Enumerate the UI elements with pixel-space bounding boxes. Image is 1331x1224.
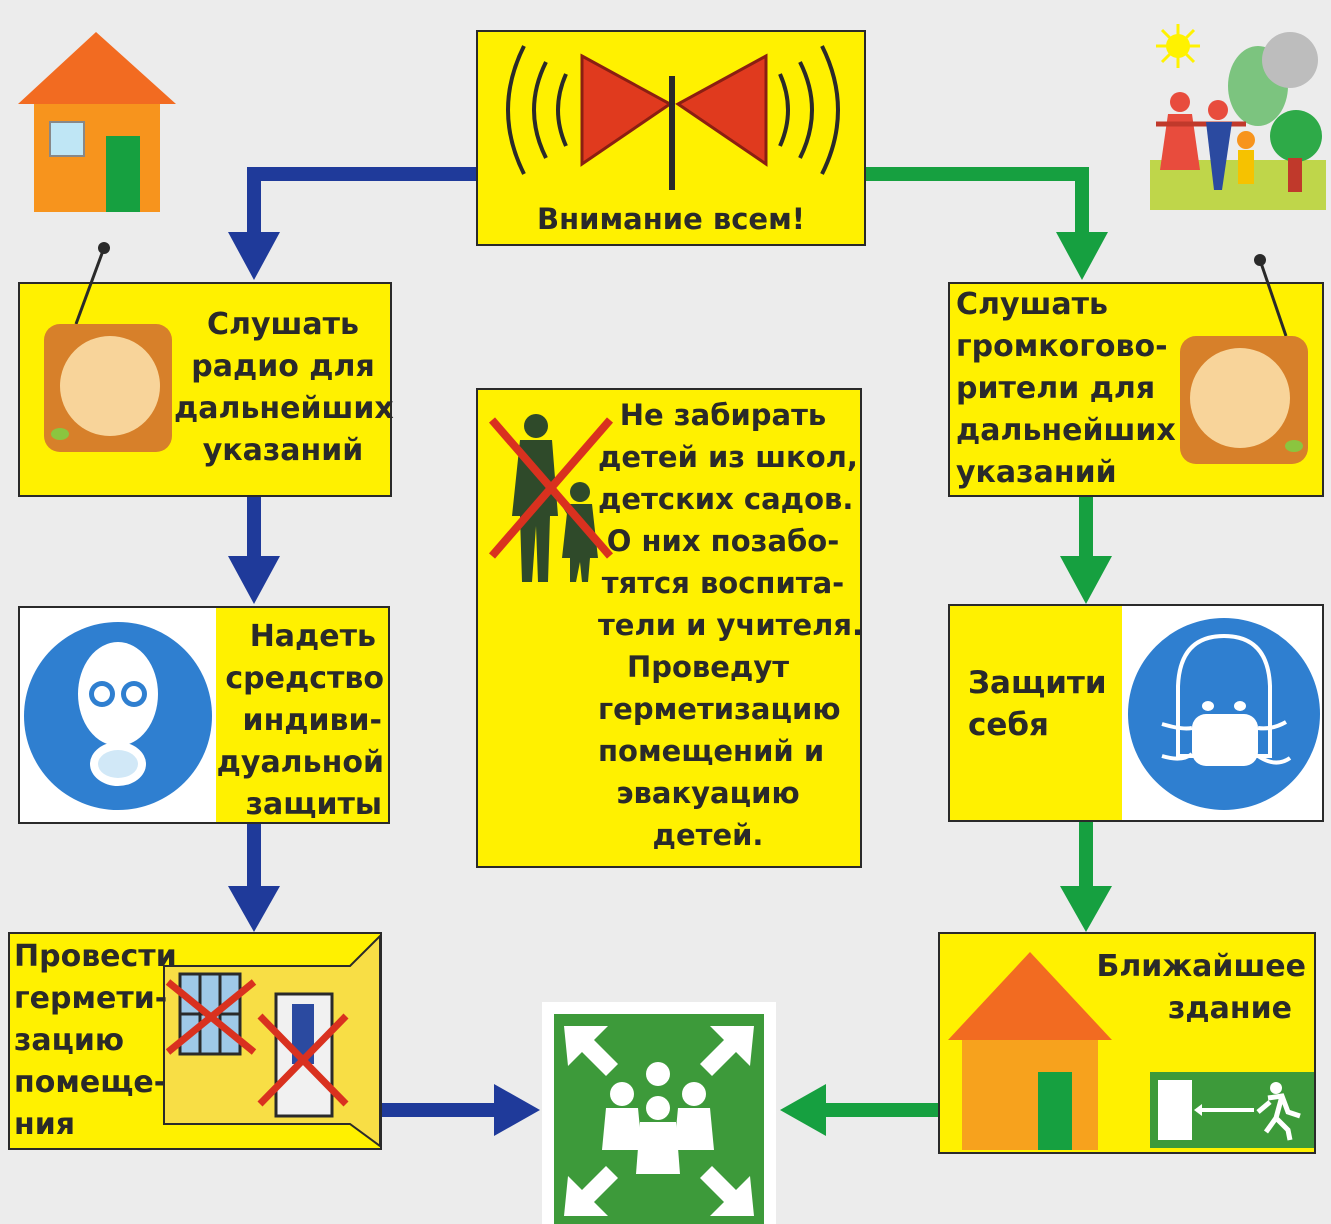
sealed-room-icon	[163, 933, 381, 1148]
speaker-line: рители для	[956, 371, 1156, 406]
center-line: герметизацию	[598, 692, 841, 726]
gas-mask-icon	[24, 622, 212, 810]
mask-line: Надеть	[249, 619, 376, 654]
nearest-building-box: Ближайшее здание	[938, 932, 1316, 1154]
protect-line: себя	[968, 707, 1049, 743]
center-line: детей.	[652, 818, 764, 852]
assembly-point-icon	[542, 1002, 776, 1224]
center-line: Не забирать	[619, 398, 827, 432]
arrow-alert-to-radio	[247, 167, 476, 240]
center-line: детей из школ,	[598, 440, 858, 474]
speaker-line: Слушать	[956, 287, 1109, 322]
alert-box: Внимание всем!	[476, 30, 866, 246]
center-line: тели и учителя.	[598, 608, 864, 642]
loudspeaker-box: Слушать громкогово- рители для дальнейши…	[948, 254, 1324, 497]
radio-box: Слушать радио для дальнейших указаний	[18, 242, 394, 497]
alert-title: Внимание всем!	[537, 202, 805, 236]
seal-text: Провести гермети- зацию помеще- ния	[14, 936, 177, 1146]
radio-line: Слушать	[206, 307, 359, 342]
seal-line: помеще-	[14, 1065, 167, 1100]
family-outdoors-illustration	[1150, 24, 1326, 210]
seal-line: зацию	[14, 1023, 125, 1058]
center-line: помещений и	[598, 734, 825, 768]
arrowhead-building	[1060, 886, 1112, 932]
center-line: Проведут	[626, 650, 790, 684]
building-icon	[948, 952, 1112, 1150]
emergency-exit-icon	[1150, 1072, 1314, 1148]
arrowhead-assembly-left	[494, 1084, 540, 1136]
center-line: детских садов.	[598, 482, 854, 516]
siren-icon	[506, 45, 840, 190]
speaker-line: дальнейших	[956, 413, 1176, 448]
building-line: здание	[1168, 991, 1292, 1026]
protect-line: Защити	[968, 665, 1107, 701]
loudspeaker-icon	[1180, 254, 1308, 464]
center-line: тятся воспита-	[601, 566, 845, 600]
center-text: Не забирать детей из школ, детских садов…	[598, 394, 864, 856]
arrowhead-mask	[228, 556, 280, 604]
radio-icon	[44, 242, 172, 452]
arrow-alert-to-speaker	[866, 167, 1089, 240]
no-parents-pickup-icon	[488, 414, 614, 582]
arrowhead-assembly-right	[780, 1084, 826, 1136]
arrowhead-seal	[228, 886, 280, 932]
center-line: эвакуацию	[616, 776, 800, 810]
arrowhead-radio	[228, 232, 280, 280]
home-illustration	[18, 32, 176, 212]
mask-line: защиты	[245, 787, 382, 822]
protect-text: Защити себя	[968, 662, 1118, 746]
respirator-icon	[1128, 618, 1320, 810]
building-text: Ближайшее здание	[1080, 946, 1310, 1030]
arrowhead-speaker	[1056, 232, 1108, 280]
radio-line: указаний	[202, 433, 364, 468]
mask-line: индиви-	[242, 703, 382, 738]
mask-line: средство	[225, 661, 384, 696]
protect-yourself-box: Защити себя	[948, 604, 1324, 822]
arrowhead-protect	[1060, 556, 1112, 604]
seal-line: гермети-	[14, 981, 168, 1016]
radio-line: дальнейших	[174, 391, 394, 426]
radio-text: Слушать радио для дальнейших указаний	[174, 304, 394, 472]
radio-line: радио для	[191, 349, 375, 384]
center-line: О них позабо-	[606, 524, 840, 558]
mask-line: дуальной	[216, 745, 384, 780]
gas-mask-box: Надеть средство индиви- дуальной защиты	[18, 606, 390, 824]
speaker-line: громкогово-	[956, 329, 1168, 364]
mask-text: Надеть средство индиви- дуальной защиты	[216, 616, 388, 826]
speaker-text: Слушать громкогово- рители для дальнейши…	[956, 284, 1180, 494]
children-info-box: Не забирать детей из школ, детских садов…	[476, 388, 864, 868]
seal-line: Провести	[14, 939, 177, 974]
speaker-line: указаний	[956, 455, 1117, 490]
sealing-box: Провести гермети- зацию помеще- ния	[8, 932, 382, 1150]
building-line: Ближайшее	[1096, 949, 1306, 984]
seal-line: ния	[14, 1107, 76, 1142]
